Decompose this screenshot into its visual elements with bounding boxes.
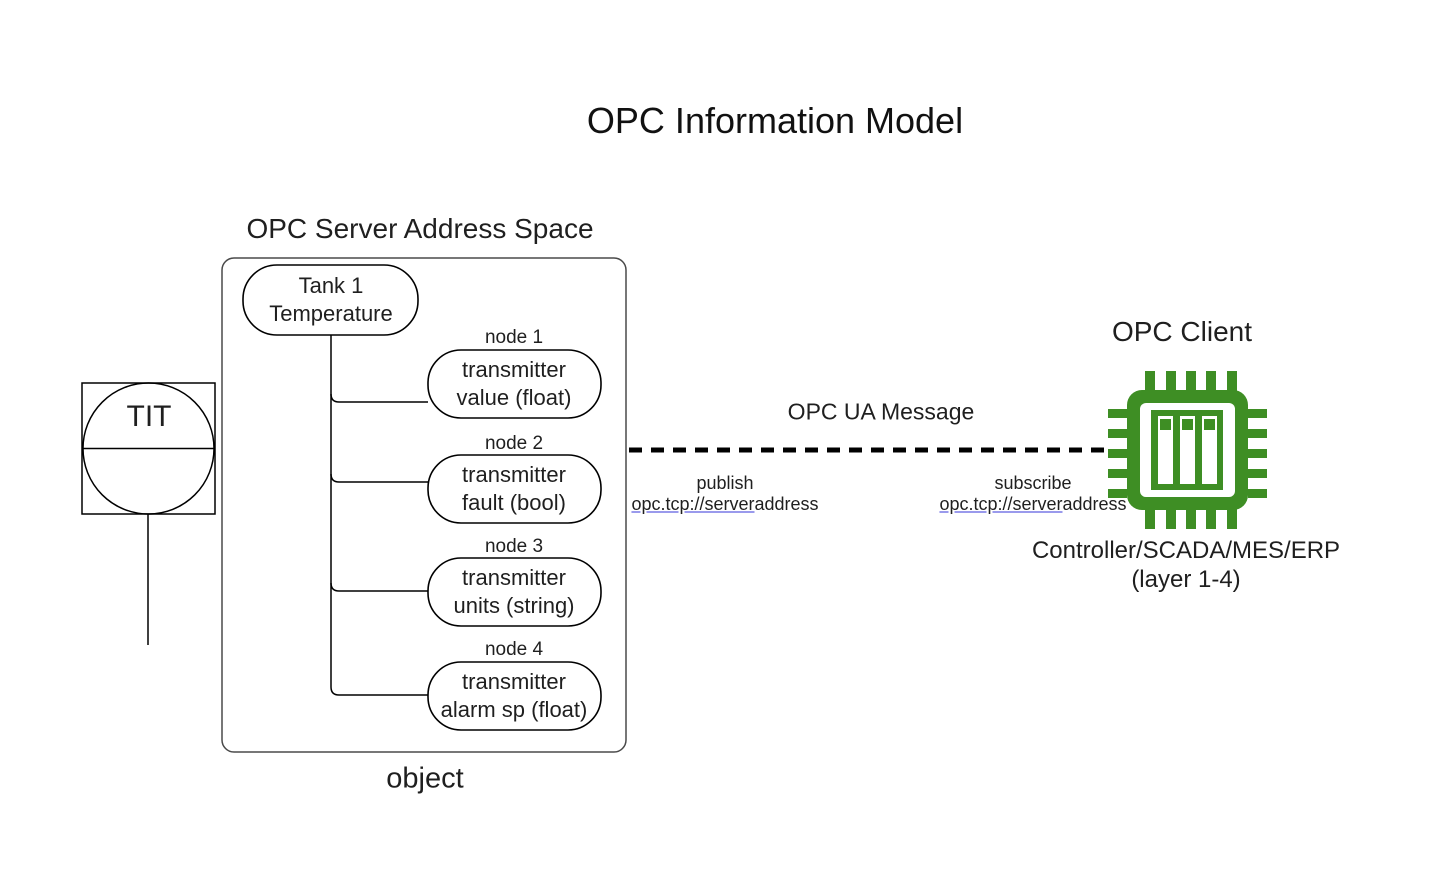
node3-line1: transmitter: [462, 565, 566, 590]
node2-line1: transmitter: [462, 462, 566, 487]
node2-tag: node 2: [484, 433, 544, 454]
chip-pin: [1145, 509, 1155, 529]
publish-endpoint: publish opc.tcp://serveraddress: [631, 473, 818, 515]
object-label: object: [386, 762, 464, 795]
tree-branch-node1: [330, 393, 428, 403]
publish-url-link[interactable]: opc.tcp://server: [631, 494, 755, 514]
chip-slot-dot: [1204, 419, 1215, 430]
subscribe-url-link[interactable]: opc.tcp://server: [939, 494, 1063, 514]
chip-pin: [1248, 449, 1267, 458]
chip-pin: [1227, 509, 1237, 529]
chip-pin: [1186, 509, 1196, 529]
chip-pin: [1108, 429, 1127, 438]
node1-label: transmitter value (float): [457, 356, 572, 412]
microchip-icon: [1108, 371, 1267, 529]
opc-client-caption-line1: Controller/SCADA/MES/ERP: [1031, 537, 1341, 564]
opc-client-caption-line2: (layer 1-4): [1131, 566, 1241, 593]
chip-pin: [1206, 371, 1216, 391]
node1-line2: value (float): [456, 385, 572, 410]
node4-label: transmitter alarm sp (float): [441, 668, 588, 724]
tree-branch-node4: [330, 686, 428, 696]
chip-pin: [1248, 489, 1267, 498]
root-node-line1: Tank 1: [298, 273, 364, 298]
chip-slot: [1180, 416, 1195, 484]
node4-shape: [427, 661, 602, 731]
chip-pin: [1186, 371, 1196, 391]
opc-client-caption: Controller/SCADA/MES/ERP (layer 1-4): [1032, 536, 1340, 594]
publish-url: opc.tcp://serveraddress: [631, 494, 818, 515]
subscribe-label: subscribe: [994, 473, 1072, 493]
chip-pin: [1248, 429, 1267, 438]
node1-line1: transmitter: [462, 357, 566, 382]
root-node-shape: [242, 264, 419, 336]
opc-ua-message-label: OPC UA Message: [787, 398, 975, 425]
node4-line2: alarm sp (float): [440, 697, 588, 722]
node4-line1: transmitter: [462, 669, 566, 694]
chip-pin: [1166, 509, 1176, 529]
chip-pin: [1108, 449, 1127, 458]
chip-slot-dot: [1160, 419, 1171, 430]
chip-pin: [1248, 409, 1267, 418]
chip-pin: [1108, 469, 1127, 478]
tree-branch-node2: [330, 473, 428, 483]
chip-pin: [1227, 371, 1237, 391]
node3-tag: node 3: [484, 536, 544, 557]
node3-line2: units (string): [453, 593, 575, 618]
chip-pin: [1145, 371, 1155, 391]
node4-tag: node 4: [484, 639, 544, 660]
node2-label: transmitter fault (bool): [462, 461, 566, 517]
server-address-space-heading: OPC Server Address Space: [246, 213, 594, 244]
page-title: OPC Information Model: [586, 100, 964, 141]
chip-pin: [1248, 469, 1267, 478]
node1-tag: node 1: [484, 327, 544, 348]
node2-shape: [427, 454, 602, 524]
chip-pin: [1206, 509, 1216, 529]
publish-url-rest: address: [754, 494, 819, 514]
node2-line2: fault (bool): [462, 490, 566, 515]
chip-slot: [1158, 416, 1173, 484]
root-node-label: Tank 1 Temperature: [269, 272, 393, 328]
instrument-tag: TIT: [126, 400, 172, 433]
root-node-line2: Temperature: [269, 301, 393, 326]
instrument-circle-in-square-icon: [81, 382, 216, 645]
chip-slot-dot: [1182, 419, 1193, 430]
node1-shape: [427, 349, 602, 419]
chip-pin: [1108, 489, 1127, 498]
subscribe-url-rest: address: [1062, 494, 1127, 514]
chip-pin: [1166, 371, 1176, 391]
chip-slot: [1202, 416, 1217, 484]
node3-shape: [427, 557, 602, 627]
node3-label: transmitter units (string): [453, 564, 574, 620]
chip-pin: [1108, 409, 1127, 418]
publish-label: publish: [696, 473, 754, 493]
subscribe-endpoint: subscribe opc.tcp://serveraddress: [939, 473, 1126, 515]
opc-client-heading: OPC Client: [1111, 316, 1253, 347]
subscribe-url: opc.tcp://serveraddress: [939, 494, 1126, 515]
tree-branch-node3: [330, 582, 428, 592]
